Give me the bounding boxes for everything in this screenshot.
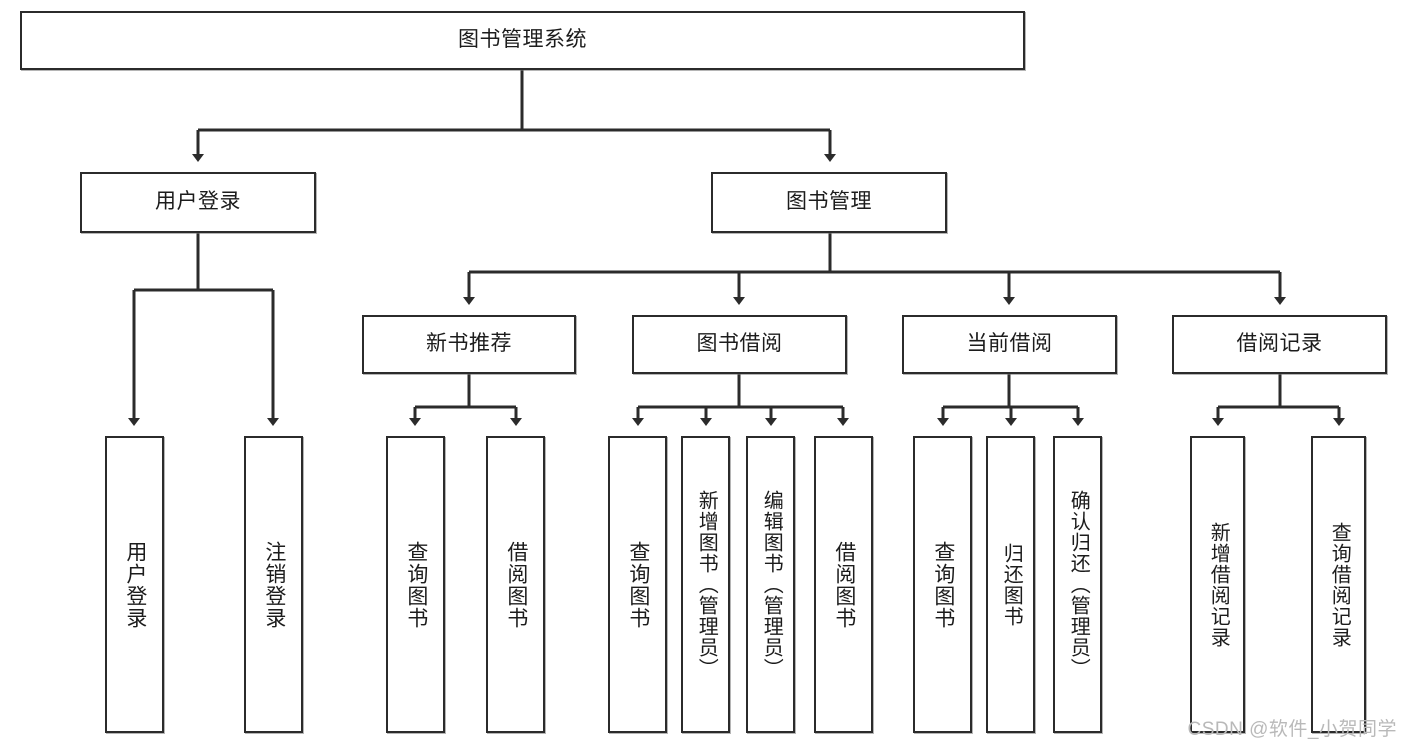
leaf-return-book-label: 归还图书 (1000, 542, 1023, 627)
leaf-user-login-label: 用户登录 (123, 540, 147, 629)
node-user-login[interactable]: 用户登录 (80, 172, 316, 233)
node-root[interactable]: 图书管理系统 (20, 11, 1025, 70)
leaf-add-borrow-record-label: 新增借阅记录 (1207, 521, 1230, 648)
node-book-management-label: 图书管理 (786, 190, 872, 214)
leaf-borrow-book-recommend-label: 借阅图书 (504, 540, 528, 629)
node-book-management[interactable]: 图书管理 (711, 172, 947, 233)
leaf-logout[interactable]: 注销登录 (244, 436, 303, 733)
node-borrow-record-label: 借阅记录 (1236, 332, 1323, 356)
leaf-confirm-return-admin[interactable]: 确认归还（管理员） (1053, 436, 1102, 733)
node-current-borrow[interactable]: 当前借阅 (902, 315, 1117, 374)
leaf-borrow-book[interactable]: 借阅图书 (814, 436, 873, 733)
leaf-query-borrow-record[interactable]: 查询借阅记录 (1311, 436, 1366, 733)
leaf-add-borrow-record[interactable]: 新增借阅记录 (1190, 436, 1245, 733)
leaf-user-login[interactable]: 用户登录 (105, 436, 164, 733)
leaf-return-book[interactable]: 归还图书 (986, 436, 1035, 733)
leaf-query-book-current[interactable]: 查询图书 (913, 436, 972, 733)
leaf-add-book-admin[interactable]: 新增图书（管理员） (681, 436, 730, 733)
leaf-query-borrow-record-label: 查询借阅记录 (1328, 521, 1351, 648)
leaf-query-book-borrow[interactable]: 查询图书 (608, 436, 667, 733)
leaf-edit-book-admin-label: 编辑图书（管理员） (760, 490, 783, 679)
node-current-borrow-label: 当前借阅 (966, 332, 1053, 356)
leaf-query-book-borrow-label: 查询图书 (626, 540, 650, 629)
leaf-query-book-current-label: 查询图书 (931, 540, 955, 629)
leaf-logout-label: 注销登录 (262, 540, 286, 629)
node-new-book-recommend-label: 新书推荐 (426, 332, 512, 356)
leaf-borrow-book-label: 借阅图书 (832, 540, 856, 629)
node-book-borrow[interactable]: 图书借阅 (632, 315, 847, 374)
leaf-edit-book-admin[interactable]: 编辑图书（管理员） (746, 436, 795, 733)
leaf-confirm-return-admin-label: 确认归还（管理员） (1067, 490, 1090, 679)
node-root-label: 图书管理系统 (458, 28, 587, 52)
leaf-query-book-recommend-label: 查询图书 (404, 540, 428, 629)
node-borrow-record[interactable]: 借阅记录 (1172, 315, 1387, 374)
node-book-borrow-label: 图书借阅 (696, 332, 783, 356)
node-user-login-label: 用户登录 (155, 190, 241, 214)
leaf-add-book-admin-label: 新增图书（管理员） (695, 490, 718, 679)
node-new-book-recommend[interactable]: 新书推荐 (362, 315, 576, 374)
leaf-query-book-recommend[interactable]: 查询图书 (386, 436, 445, 733)
leaf-borrow-book-recommend[interactable]: 借阅图书 (486, 436, 545, 733)
